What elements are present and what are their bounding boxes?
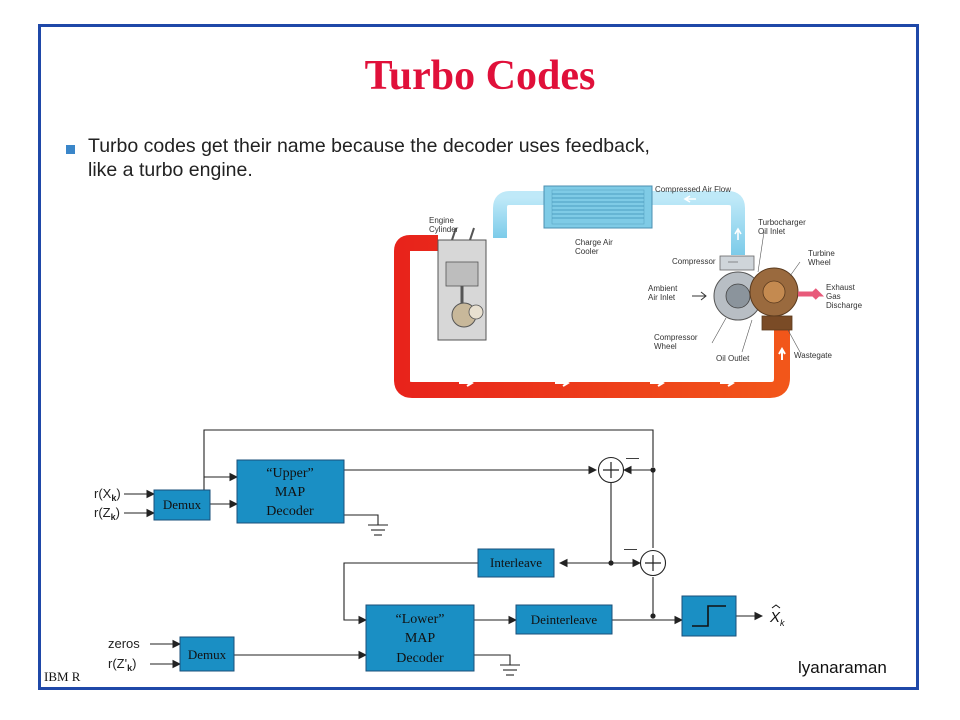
upper-decoder-line2: MAP [275,485,306,500]
footer-left: IBM R [44,669,81,684]
engine-cylinder [437,227,487,341]
bullet-text: Turbo codes get their name because the d… [88,135,650,181]
label-engine-cylinder-2: Cylinder [429,225,459,234]
label-turbocharger-oil-inlet-1: Turbocharger [758,218,806,227]
upper-map-decoder-block [236,459,345,524]
summer-upper [597,456,625,484]
bullet-marker-icon [66,145,75,154]
interleave-block [477,548,555,578]
interleave-label: Interleave [490,555,542,570]
input-rx: r(Xk) [94,486,121,503]
demux-upper-label: Demux [163,497,202,512]
footer-right: lyanaraman [798,658,887,677]
label-wastegate: Wastegate [794,351,832,360]
exhaust-pipe [394,235,790,398]
label-charge-air-cooler-2: Cooler [575,247,599,256]
step-function-icon [692,605,726,627]
hard-decision-block [681,595,737,637]
deinterleave-label: Deinterleave [531,612,598,627]
leader-lines [711,231,801,353]
label-compressor-wheel-1: Compressor [654,333,698,342]
input-rz-prime: r(Z'k) [108,656,136,673]
turbocharger [692,255,825,331]
label-ambient-air-inlet-1: Ambient [648,284,678,293]
demux-upper-block [153,489,211,521]
lower-decoder-line2: MAP [405,631,436,646]
label-engine-cylinder-1: Engine [429,216,454,225]
label-charge-air-cooler-1: Charge Air [575,238,613,247]
label-compressed-air-flow: Compressed Air Flow [655,185,731,194]
lower-decoder-line1: “Lower” [396,612,445,627]
label-exhaust-gas-discharge-3: Discharge [826,301,863,310]
output-xk: Xk [769,609,785,628]
input-zeros: zeros [108,636,140,651]
upper-decoder-line1: “Upper” [266,466,313,481]
label-turbine-wheel-1: Turbine [808,249,835,258]
label-oil-outlet: Oil Outlet [716,354,750,363]
label-turbocharger-oil-inlet-2: Oil Inlet [758,227,786,236]
intake-pipe [493,191,745,255]
deinterleave-block [515,604,613,635]
summer-lower [639,549,667,577]
output-hat-icon [771,604,781,609]
label-exhaust-gas-discharge-1: Exhaust [826,283,856,292]
label-compressor: Compressor [672,257,716,266]
label-exhaust-gas-discharge-2: Gas [826,292,841,301]
lower-map-decoder-block [365,604,475,672]
charge-air-cooler [543,185,653,229]
junction-dots [608,467,656,619]
input-rz: r(Zk) [94,505,120,522]
upper-decoder-line3: Decoder [266,504,314,519]
label-ambient-air-inlet-2: Air Inlet [648,293,676,302]
minus-upper: — [626,450,639,465]
demux-lower-label: Demux [188,647,227,662]
slide-title: Turbo Codes [364,53,596,99]
label-compressor-wheel-2: Wheel [654,342,677,351]
label-turbine-wheel-2: Wheel [808,258,831,267]
minus-lower: — [624,541,637,556]
slide-frame [38,24,919,690]
demux-lower-block [179,636,235,672]
signal-lines [124,429,764,676]
lower-decoder-line3: Decoder [396,651,444,666]
